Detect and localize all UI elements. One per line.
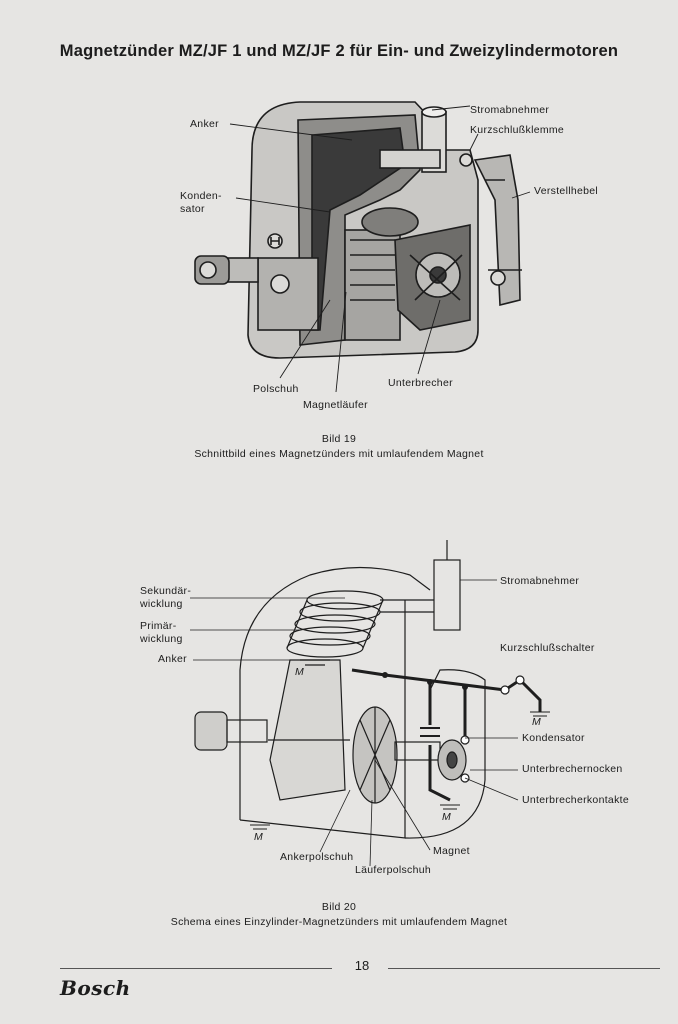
fig19-label-kondensator: Konden- sator xyxy=(180,190,222,215)
figure-19-number: Bild 19 xyxy=(321,433,357,445)
footer-rule-left xyxy=(60,968,332,969)
fig19-label-unterbrecher: Unterbrecher xyxy=(388,377,453,389)
page-title: Magnetzünder MZ/JF 1 und MZ/JF 2 für Ein… xyxy=(59,42,619,60)
fig20-ground-label-breaker: M xyxy=(442,811,452,823)
figure-19-caption: Schnittbild eines Magnetzünders mit umla… xyxy=(194,448,484,460)
fig20-ground-label-switch: M xyxy=(532,716,542,728)
fig19-label-stromabnehmer: Stromabnehmer xyxy=(470,104,550,116)
fig19-label-kurzschlussklemme: Kurzschlußklemme xyxy=(470,124,565,136)
fig20-label-sekundaerwicklung: Sekundär- wicklung xyxy=(140,585,192,610)
figure-20-schematic xyxy=(190,540,550,867)
fig20-label-primaerwicklung: Primär- wicklung xyxy=(140,620,183,645)
fig19-label-polschuh: Polschuh xyxy=(253,383,299,395)
fig20-label-kondensator: Kondensator xyxy=(522,732,585,744)
fig20-label-magnet: Magnet xyxy=(433,845,470,857)
fig20-ground-label-anker: M xyxy=(295,666,305,678)
fig20-label-unterbrecherkontakte: Unterbrecherkontakte xyxy=(522,794,629,806)
fig20-label-laeuferpolschuh: Läuferpolschuh xyxy=(355,864,432,876)
fig20-label-unterbrechernocken: Unterbrechernocken xyxy=(522,763,623,775)
fig19-label-magnetlaeufer: Magnetläufer xyxy=(303,399,368,411)
bosch-logo: Bosch xyxy=(60,976,131,1000)
figure-20-number: Bild 20 xyxy=(321,901,357,913)
footer-rule-right xyxy=(388,968,660,969)
fig20-label-stromabnehmer: Stromabnehmer xyxy=(500,575,580,587)
figure-20-caption: Schema eines Einzylinder-Magnetzünders m… xyxy=(170,916,508,928)
fig20-label-ankerpolschuh: Ankerpolschuh xyxy=(280,851,354,863)
figure-19-cutaway-drawing xyxy=(194,101,531,393)
fig19-label-anker: Anker xyxy=(190,118,219,130)
page-number: 18 xyxy=(354,958,370,973)
fig20-label-kurzschlussschalter: Kurzschlußschalter xyxy=(500,642,595,654)
fig20-label-anker: Anker xyxy=(158,653,187,665)
fig20-ground-label-housing: M xyxy=(254,831,264,843)
fig19-label-verstellhebel: Verstellhebel xyxy=(534,185,599,197)
